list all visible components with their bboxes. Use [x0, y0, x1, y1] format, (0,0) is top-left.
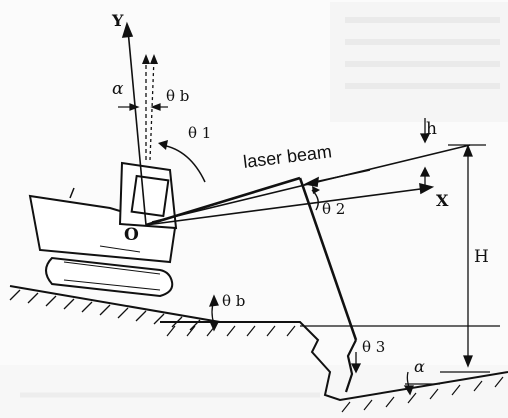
- theta-2-label: θ 2: [322, 200, 345, 218]
- H-label: H: [474, 247, 489, 267]
- alpha-bottom-label: α: [414, 357, 425, 376]
- dashed-verticals: [145, 57, 155, 161]
- theta-3-marker: [350, 352, 362, 374]
- alpha-bottom-marker: [403, 371, 414, 396]
- x-axis-label: X: [436, 191, 449, 210]
- theta-b-ground-marker: [208, 294, 219, 332]
- y-axis: [121, 21, 147, 226]
- reference-lines: [300, 325, 500, 385]
- h-dimension: [419, 118, 431, 186]
- cab-window: [130, 174, 170, 218]
- upper-slope-ground: [9, 285, 221, 331]
- alpha-top-label: α: [112, 79, 124, 99]
- y-axis-label: Y: [111, 11, 124, 30]
- origin-label: O: [124, 225, 139, 245]
- theta-b-top-label: θ b: [166, 87, 189, 105]
- excavator-track: [45, 256, 174, 298]
- excavator: [28, 161, 178, 298]
- theta-2-arc: [311, 186, 320, 211]
- trench-profile: [160, 321, 508, 413]
- laser-beam-line: [151, 144, 471, 223]
- theta-1-arc: [158, 140, 206, 183]
- alpha-top-marker: [118, 103, 168, 111]
- theta-3-label: θ 3: [362, 338, 385, 356]
- laser-beam-label: laser beam: [242, 141, 333, 172]
- dashed-arrowheads: [142, 54, 158, 64]
- x-axis: [145, 182, 435, 226]
- H-dimension: [440, 144, 490, 373]
- theta-1-label: θ 1: [188, 124, 211, 142]
- bucket: [344, 339, 357, 393]
- h-label: h: [426, 119, 437, 139]
- arm: [298, 177, 358, 341]
- theta-b-ground-label: θ b: [222, 292, 245, 310]
